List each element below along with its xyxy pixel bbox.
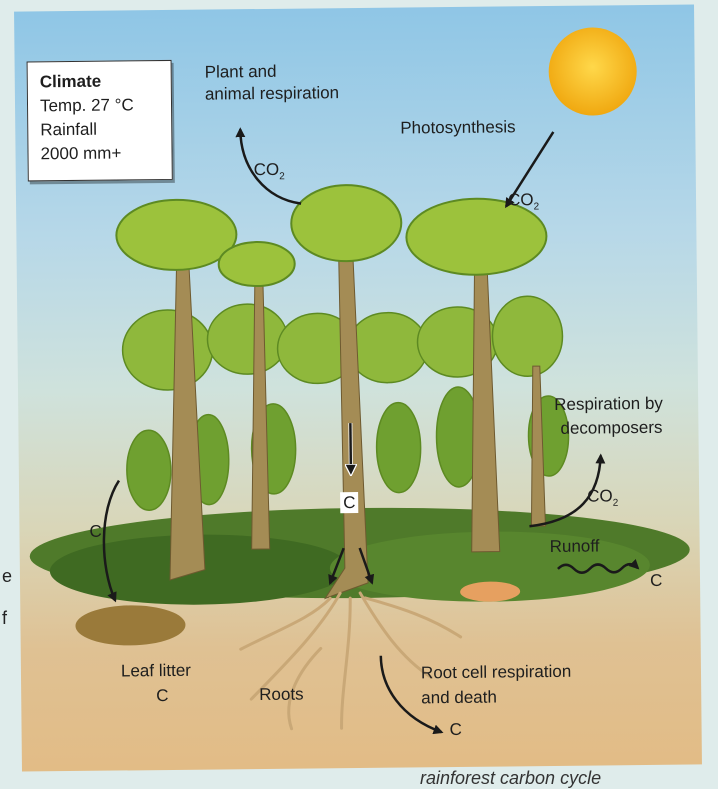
climate-rainfall-value: 2000 mm+ — [40, 141, 159, 166]
label-roots: Roots — [259, 684, 304, 705]
label-co2-decomposers: CO2 — [587, 485, 618, 514]
label-runoff: Runoff — [550, 535, 600, 557]
label-root-cell-2: and death — [421, 687, 497, 709]
label-leaf-litter-c: C — [156, 685, 169, 706]
label-respiration-decomposers-1: Respiration by — [554, 393, 663, 415]
label-respiration-decomposers-2: decomposers — [560, 417, 662, 439]
sun-icon — [548, 27, 637, 116]
climate-box: Climate Temp. 27 °C Rainfall 2000 mm+ — [27, 60, 173, 182]
label-c-trunk: C — [340, 492, 359, 513]
rainforest-diagram-panel: Climate Temp. 27 °C Rainfall 2000 mm+ Pl… — [14, 4, 702, 771]
label-plant-respiration-2: animal respiration — [205, 82, 339, 104]
label-root-cell-1: Root cell respiration — [421, 661, 571, 684]
roots — [240, 592, 461, 729]
label-co2-left: CO2 — [254, 159, 285, 188]
left-edge-letter-e: e — [2, 566, 12, 587]
label-root-c: C — [449, 719, 462, 740]
label-photosynthesis: Photosynthesis — [400, 116, 516, 138]
climate-rainfall: Rainfall — [40, 117, 159, 142]
label-leaf-litter: Leaf litter — [121, 660, 191, 682]
label-c-left: C — [89, 521, 102, 542]
climate-temp: Temp. 27 °C — [40, 93, 159, 118]
label-plant-respiration-1: Plant and — [205, 61, 277, 83]
climate-title: Climate — [40, 69, 159, 94]
label-co2-right: CO2 — [508, 189, 539, 218]
left-edge-letter-f: f — [2, 608, 7, 629]
label-runoff-c: C — [650, 570, 663, 591]
